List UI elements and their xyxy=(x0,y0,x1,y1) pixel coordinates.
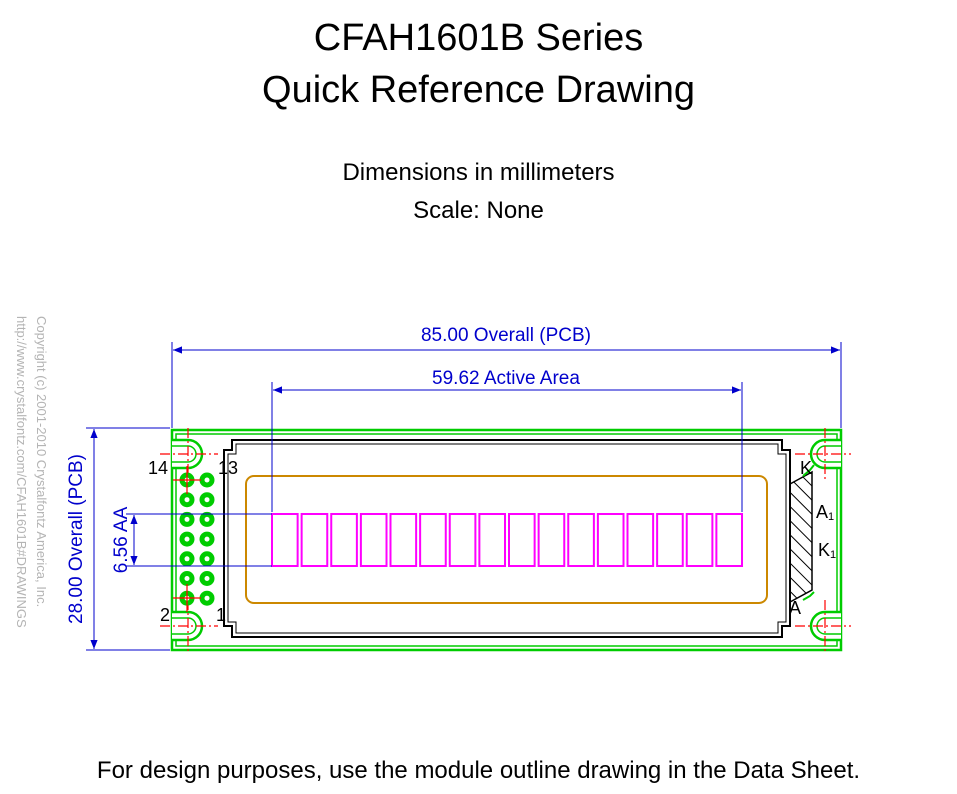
pin-marker xyxy=(173,584,201,612)
character-cell xyxy=(271,513,299,567)
connector-pin-hole xyxy=(184,536,190,542)
character-cells xyxy=(271,513,744,567)
connector-pin-hole xyxy=(204,576,210,581)
pin-13-label: 13 xyxy=(218,458,238,478)
character-cell xyxy=(715,513,744,567)
character-cell xyxy=(508,513,536,567)
connector-pin-hole xyxy=(204,536,210,542)
connector-pin-hole xyxy=(204,556,210,562)
connector-pin-hole xyxy=(204,516,210,522)
viewing-area xyxy=(245,475,768,604)
connector-pin-hole xyxy=(184,497,190,503)
backlight-leads xyxy=(789,464,815,604)
dimension-active-area-width: 59.62 Active Area xyxy=(271,368,743,512)
connector-pin-hole xyxy=(184,556,190,562)
title-line-1: CFAH1601B Series xyxy=(313,17,644,59)
title-line-2: Quick Reference Drawing xyxy=(262,69,695,111)
scale-note: Scale: None xyxy=(413,197,544,224)
character-cell xyxy=(537,513,566,567)
character-cell xyxy=(330,513,358,567)
character-cell xyxy=(656,513,684,567)
character-cell xyxy=(300,513,329,567)
backlight-a1-label: A1 xyxy=(816,502,834,523)
overall-width-label: 85.00 Overall (PCB) xyxy=(421,325,591,346)
active-area-width-label: 59.62 Active Area xyxy=(432,368,580,389)
backlight-k1-label: K1 xyxy=(818,540,836,561)
lcd-glass-outline xyxy=(223,439,791,638)
dimension-active-area-height: 6.56 AA xyxy=(111,506,272,573)
connector-pin-hole xyxy=(184,576,190,581)
overall-height-label: 28.00 Overall (PCB) xyxy=(66,454,87,624)
connector-pin-hole xyxy=(204,477,210,483)
pin-2-label: 2 xyxy=(160,605,170,625)
units-note: Dimensions in millimeters xyxy=(342,159,615,186)
character-cell xyxy=(567,513,595,567)
character-cell xyxy=(685,513,714,567)
footer-note: For design purposes, use the module outl… xyxy=(96,757,861,784)
pin-14-label: 14 xyxy=(148,458,168,478)
connector-pin-hole xyxy=(204,497,210,503)
backlight-a-label: A xyxy=(789,598,801,618)
pin-1-label: 1 xyxy=(216,605,226,625)
character-cell xyxy=(626,513,655,567)
character-cell xyxy=(419,513,447,567)
dimension-overall-height: 28.00 Overall (PCB) xyxy=(66,427,170,651)
character-cell xyxy=(596,513,625,567)
character-cell xyxy=(389,513,418,567)
connector-pin-hole xyxy=(184,516,190,522)
pin-marker xyxy=(173,466,201,494)
character-cell xyxy=(359,513,388,567)
dimension-overall-width: 85.00 Overall (PCB) xyxy=(171,325,842,428)
active-area-height-label: 6.56 AA xyxy=(111,506,132,573)
character-cell xyxy=(478,513,507,567)
connector-pin-hole xyxy=(204,595,210,601)
character-cell xyxy=(448,513,477,567)
pcb-outline xyxy=(170,428,843,652)
connector-pins xyxy=(173,466,215,612)
backlight-k-label: K xyxy=(800,458,812,478)
